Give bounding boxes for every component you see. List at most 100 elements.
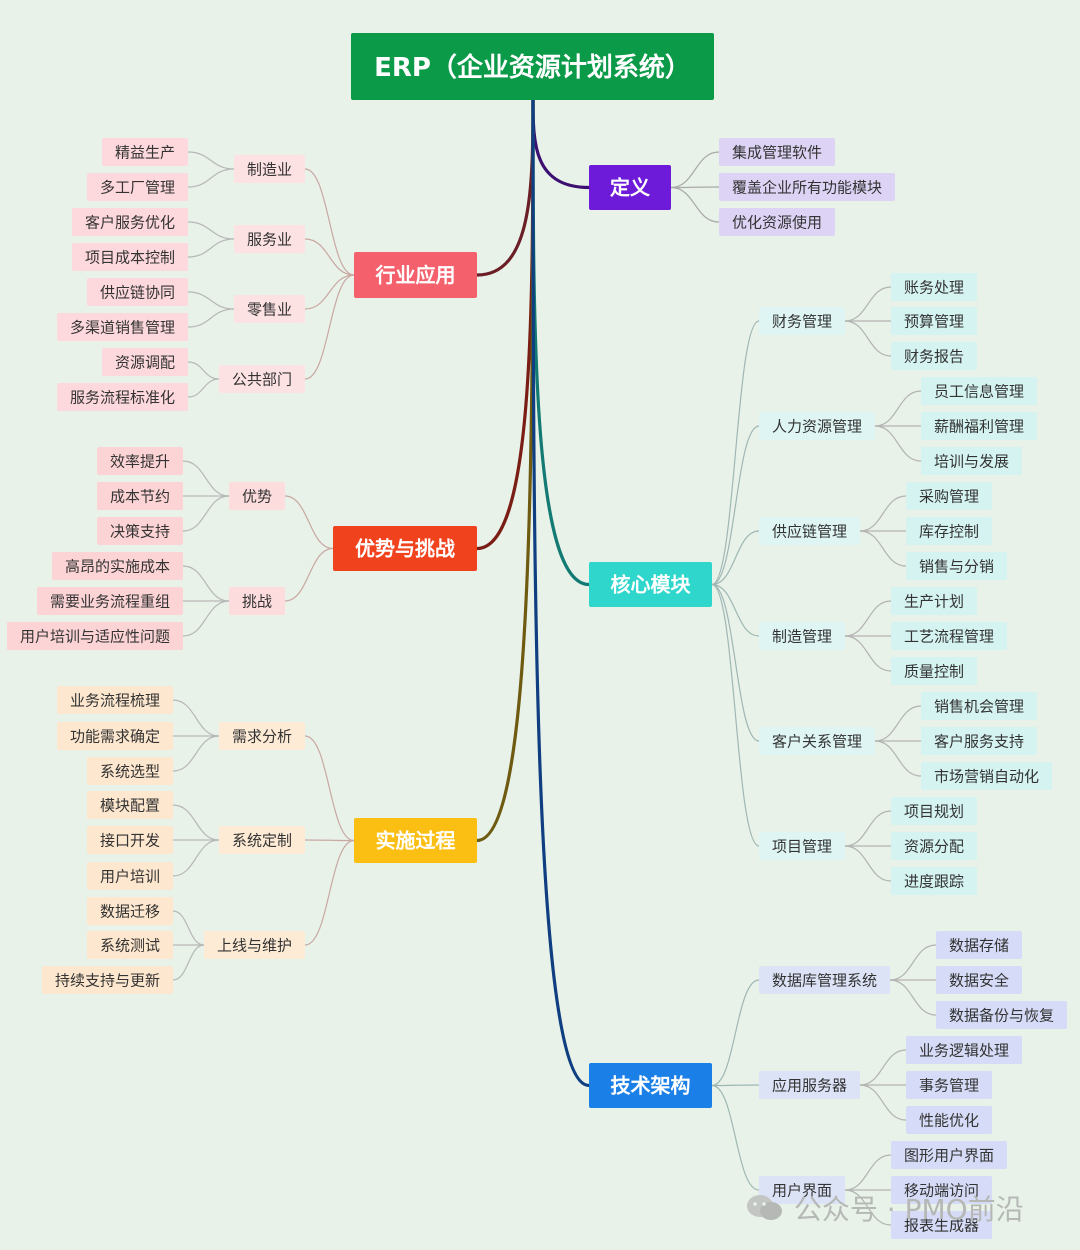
industry-group-1-box — [234, 225, 305, 253]
tech-leaf-0-1[interactable]: 数据安全 — [936, 966, 1022, 994]
core-leaf-1-1[interactable]: 薪酬福利管理 — [921, 412, 1037, 440]
definition-leaf-0[interactable]: 集成管理软件 — [719, 138, 835, 166]
tech-leaf-0-2[interactable]: 数据备份与恢复 — [936, 1001, 1067, 1029]
tech-group-2[interactable]: 用户界面 — [759, 1176, 845, 1204]
industry-leaf-2-0-box — [87, 278, 188, 306]
implementation-leaf-2-1[interactable]: 系统测试 — [87, 931, 173, 959]
connector-line — [844, 286, 892, 322]
tech-leaf-2-2[interactable]: 报表生成器 — [891, 1211, 992, 1239]
advantage-leaf-1-0[interactable]: 高昂的实施成本 — [52, 552, 183, 580]
definition-leaf-1[interactable]: 覆盖企业所有功能模块 — [719, 173, 895, 201]
implementation-group-1[interactable]: 系统定制 — [219, 826, 305, 854]
implementation-group-2[interactable]: 上线与维护 — [204, 931, 305, 959]
core-leaf-0-2[interactable]: 财务报告 — [891, 342, 977, 370]
implementation-leaf-1-1[interactable]: 接口开发 — [87, 826, 173, 854]
industry-leaf-2-0[interactable]: 供应链协同 — [87, 278, 188, 306]
core-leaf-3-0[interactable]: 生产计划 — [891, 587, 977, 615]
tech-leaf-1-1-box — [906, 1071, 992, 1099]
tech-leaf-1-1[interactable]: 事务管理 — [906, 1071, 992, 1099]
implementation-leaf-2-0[interactable]: 数据迁移 — [87, 897, 173, 925]
connector-line — [874, 740, 922, 777]
core-leaf-0-1[interactable]: 预算管理 — [891, 307, 977, 335]
tech-leaf-2-1[interactable]: 移动端访问 — [891, 1176, 992, 1204]
advantage-group-0[interactable]: 优势 — [229, 482, 285, 510]
branch-definition[interactable]: 定义 — [589, 165, 671, 210]
tech-leaf-0-2-box — [936, 1001, 1067, 1029]
advantage-leaf-1-1[interactable]: 需要业务流程重组 — [37, 587, 183, 615]
core-leaf-4-1[interactable]: 客户服务支持 — [921, 727, 1037, 755]
core-leaf-5-0[interactable]: 项目规划 — [891, 797, 977, 825]
branch-tech[interactable]: 技术架构 — [589, 1063, 712, 1108]
industry-group-1[interactable]: 服务业 — [234, 225, 305, 253]
implementation-leaf-1-0-label: 模块配置 — [100, 796, 160, 814]
implementation-leaf-0-2[interactable]: 系统选型 — [87, 757, 173, 785]
industry-group-2[interactable]: 零售业 — [234, 295, 305, 323]
connector-line — [172, 910, 205, 946]
branch-implementation[interactable]: 实施过程 — [354, 818, 477, 863]
core-leaf-1-2[interactable]: 培训与发展 — [921, 447, 1022, 475]
definition-leaf-0-box — [719, 138, 835, 166]
core-leaf-5-1[interactable]: 资源分配 — [891, 832, 977, 860]
tech-group-0[interactable]: 数据库管理系统 — [759, 966, 890, 994]
connector-line — [172, 839, 220, 877]
industry-leaf-3-1[interactable]: 服务流程标准化 — [57, 383, 188, 411]
industry-group-3[interactable]: 公共部门 — [219, 365, 305, 393]
advantage-leaf-0-2[interactable]: 决策支持 — [97, 517, 183, 545]
tech-group-1[interactable]: 应用服务器 — [759, 1071, 860, 1099]
industry-leaf-2-1[interactable]: 多渠道销售管理 — [57, 313, 188, 341]
core-group-0[interactable]: 财务管理 — [759, 307, 845, 335]
core-leaf-5-1-box — [891, 832, 977, 860]
core-leaf-2-2[interactable]: 销售与分销 — [906, 552, 1007, 580]
implementation-group-0[interactable]: 需求分析 — [219, 722, 305, 750]
industry-leaf-3-0[interactable]: 资源调配 — [102, 348, 188, 376]
core-leaf-3-2[interactable]: 质量控制 — [891, 657, 977, 685]
advantage-leaf-1-2[interactable]: 用户培训与适应性问题 — [7, 622, 183, 650]
core-group-3[interactable]: 制造管理 — [759, 622, 845, 650]
implementation-leaf-1-2[interactable]: 用户培训 — [87, 862, 173, 890]
industry-leaf-1-0[interactable]: 客户服务优化 — [72, 208, 188, 236]
core-group-4[interactable]: 客户关系管理 — [759, 727, 875, 755]
core-leaf-4-1-box — [921, 727, 1037, 755]
core-leaf-2-0-box — [906, 482, 992, 510]
industry-group-0-label: 制造业 — [247, 160, 292, 178]
industry-leaf-0-1[interactable]: 多工厂管理 — [87, 173, 188, 201]
advantage-group-1[interactable]: 挑战 — [229, 587, 285, 615]
industry-leaf-0-0[interactable]: 精益生产 — [102, 138, 188, 166]
core-group-2[interactable]: 供应链管理 — [759, 517, 860, 545]
core-leaf-3-1[interactable]: 工艺流程管理 — [891, 622, 1007, 650]
core-leaf-0-0[interactable]: 账务处理 — [891, 273, 977, 301]
core-leaf-4-0[interactable]: 销售机会管理 — [921, 692, 1037, 720]
advantage-leaf-0-1[interactable]: 成本节约 — [97, 482, 183, 510]
implementation-leaf-0-1[interactable]: 功能需求确定 — [57, 722, 173, 750]
root-node[interactable]: ERP（企业资源计划系统） — [351, 33, 714, 100]
tech-leaf-2-2-label: 报表生成器 — [904, 1216, 979, 1234]
core-group-1[interactable]: 人力资源管理 — [759, 412, 875, 440]
tech-leaf-0-0[interactable]: 数据存储 — [936, 931, 1022, 959]
branch-implementation-label: 实施过程 — [376, 829, 456, 853]
implementation-leaf-2-1-label: 系统测试 — [100, 936, 160, 954]
root-branch-line — [475, 98, 535, 551]
core-leaf-4-2[interactable]: 市场营销自动化 — [921, 762, 1052, 790]
tech-leaf-1-2[interactable]: 性能优化 — [906, 1106, 992, 1134]
definition-leaf-2[interactable]: 优化资源使用 — [719, 208, 835, 236]
branch-advantage[interactable]: 优势与挑战 — [333, 526, 477, 571]
branch-industry[interactable]: 行业应用 — [354, 252, 477, 298]
implementation-leaf-1-2-label: 用户培训 — [100, 867, 160, 885]
industry-group-0[interactable]: 制造业 — [234, 155, 305, 183]
core-leaf-2-0[interactable]: 采购管理 — [906, 482, 992, 510]
core-group-3-box — [759, 622, 845, 650]
branch-core[interactable]: 核心模块 — [589, 562, 712, 607]
connector-line — [711, 979, 760, 1087]
implementation-leaf-1-0[interactable]: 模块配置 — [87, 791, 173, 819]
core-leaf-1-0[interactable]: 员工信息管理 — [921, 377, 1037, 405]
implementation-leaf-2-2[interactable]: 持续支持与更新 — [42, 966, 173, 994]
industry-leaf-2-0-label: 供应链协同 — [100, 283, 175, 301]
tech-leaf-1-0[interactable]: 业务逻辑处理 — [906, 1036, 1022, 1064]
industry-leaf-1-1[interactable]: 项目成本控制 — [72, 243, 188, 271]
tech-leaf-2-0[interactable]: 图形用户界面 — [891, 1141, 1007, 1169]
advantage-leaf-0-0[interactable]: 效率提升 — [97, 447, 183, 475]
implementation-leaf-0-0[interactable]: 业务流程梳理 — [57, 686, 173, 714]
core-leaf-5-2[interactable]: 进度跟踪 — [891, 867, 977, 895]
core-leaf-2-1[interactable]: 库存控制 — [906, 517, 992, 545]
core-group-5[interactable]: 项目管理 — [759, 832, 845, 860]
